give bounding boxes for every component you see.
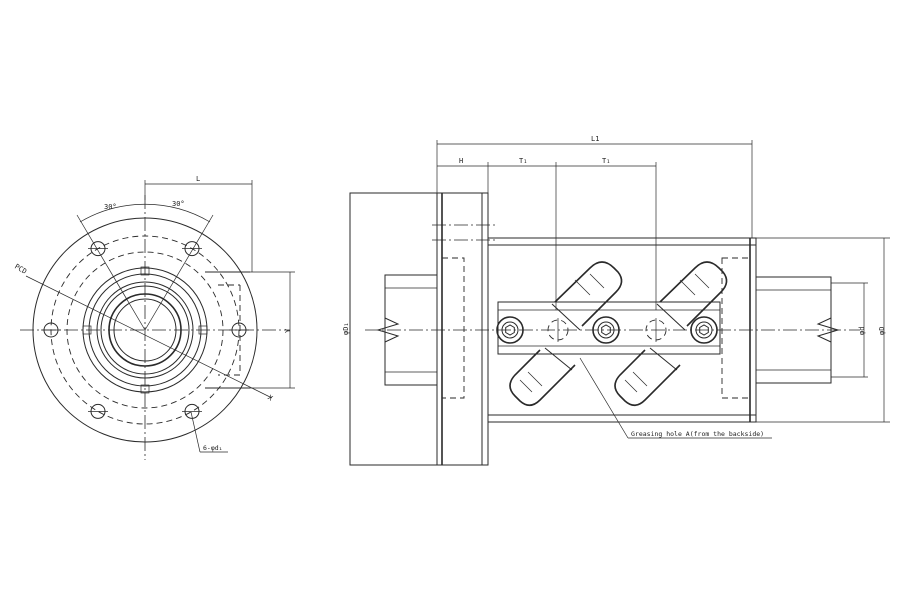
socket-screw [547,318,569,342]
dim-l-label: L [196,175,200,183]
socket-screw [496,316,524,344]
front-view: 30° 30° L Y PCD X 6-φd₁ [13,175,295,460]
dim-t1-label-1: T₁ [519,157,527,165]
bolt-holes [41,241,249,419]
nut-key-bottom [140,384,150,394]
clamp-band [497,301,721,355]
nut-key-right [198,325,208,335]
flange-body [349,192,443,466]
nut-circle-inner [100,285,190,375]
nut-key-left [82,325,92,335]
nut-hidden-right [721,257,751,399]
greasing-leader [579,357,629,439]
return-tube-2 [614,261,728,407]
dim-h-label: H [459,157,463,165]
dim-d-label: φd [858,327,866,335]
flange-hidden-hole [441,257,465,399]
shaft-right-break [816,317,840,343]
holes-label: 6-φd₁ [203,444,223,452]
pcd-leader [25,275,273,399]
body-dashed-circle [66,251,224,409]
angle-label-left: 30° [104,203,117,211]
dim-l1-label: L1 [591,135,599,143]
greasing-label: Greasing hole A(from the backside) [631,430,764,438]
shaft-right [755,276,832,384]
side-view: L1 H T₁ T₁ φD₁ φd φD Greasing hole A(fro… [342,135,890,466]
dim-y-label: Y [284,328,292,333]
pcd-label: PCD [13,263,28,276]
flange-outer-circle [32,217,258,443]
shaft-left-break [376,317,400,343]
bore-circle-inner [113,298,177,362]
angle-arc [79,203,211,223]
shaft-left [384,274,438,386]
flange-collar [441,192,489,466]
dim-bigd-label: φD [878,327,886,335]
socket-screw [592,316,620,344]
socket-screw [645,318,667,342]
screws [496,316,718,344]
dim-t1-label-2: T₁ [602,157,610,165]
holes-leader [190,411,201,453]
body-circle-inner [88,273,202,387]
return-tube-1 [509,261,623,407]
angle-leader-right [144,214,214,331]
dim-x-label: X [266,394,274,403]
nut-key-top [140,266,150,276]
nut-circle [96,281,194,379]
angle-leader-left [76,214,146,331]
dim-d1-label: φD₁ [342,322,350,335]
angle-label-right: 30° [172,200,185,208]
socket-screw [690,316,718,344]
tube-hatching [519,273,710,393]
bore-circle [108,293,182,367]
